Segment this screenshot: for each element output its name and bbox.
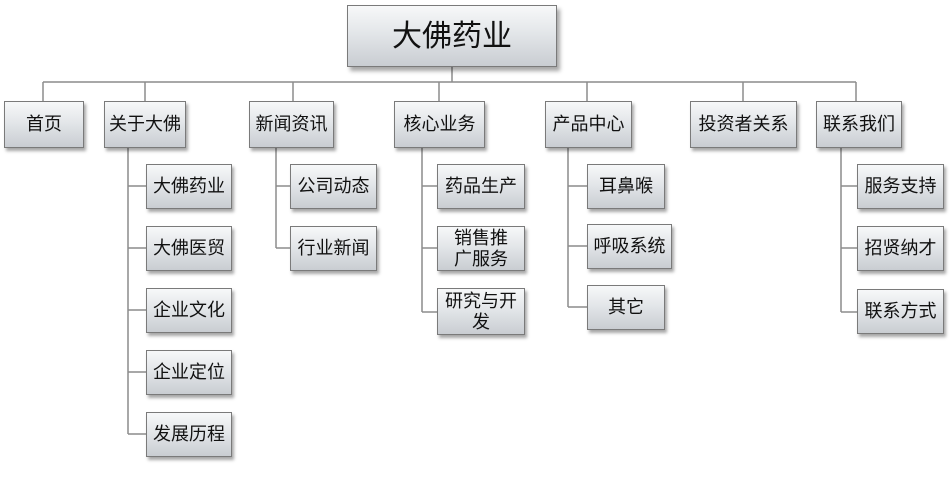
node-label: 大佛药业 (153, 176, 225, 197)
node-products: 产品中心 (545, 101, 632, 148)
node-label: 联系方式 (864, 301, 937, 322)
node-products-respiratory: 呼吸系统 (587, 224, 672, 269)
node-about-culture: 企业文化 (146, 288, 232, 333)
node-label: 新闻资讯 (255, 114, 328, 135)
node-about: 关于大佛 (104, 101, 186, 148)
node-contact-methods: 联系方式 (857, 289, 944, 334)
node-about-dafo-pharma: 大佛药业 (146, 164, 232, 209)
node-label: 大佛医贸 (153, 238, 225, 259)
node-contact-support: 服务支持 (857, 164, 944, 209)
node-about-history: 发展历程 (146, 412, 232, 457)
node-news-company: 公司动态 (290, 164, 377, 209)
node-home: 首页 (4, 101, 84, 148)
node-label: 服务支持 (864, 176, 937, 197)
node-contact-recruitment: 招贤纳才 (857, 226, 944, 271)
node-label: 首页 (26, 114, 62, 135)
node-label: 发展历程 (153, 424, 225, 445)
node-label: 呼吸系统 (593, 236, 666, 257)
node-label: 公司动态 (297, 176, 370, 197)
node-label: 关于大佛 (109, 114, 181, 135)
node-label: 耳鼻喉 (599, 176, 653, 197)
node-label: 产品中心 (552, 114, 625, 135)
node-label: 行业新闻 (297, 238, 370, 259)
node-label: 研究与开发 (445, 290, 517, 333)
node-label: 销售推广服务 (454, 227, 508, 270)
root-label: 大佛药业 (392, 18, 512, 54)
node-contact: 联系我们 (816, 101, 902, 148)
node-products-other: 其它 (587, 285, 665, 330)
node-core-sales: 销售推广服务 (437, 226, 525, 271)
node-label: 招贤纳才 (864, 238, 937, 259)
node-label: 其它 (608, 297, 644, 318)
node-core-production: 药品生产 (437, 164, 525, 209)
node-label: 企业文化 (153, 300, 225, 321)
node-core-research: 研究与开发 (437, 288, 525, 335)
node-label: 药品生产 (445, 176, 517, 197)
node-products-ent: 耳鼻喉 (587, 164, 665, 209)
node-label: 投资者关系 (698, 114, 789, 135)
node-core-business: 核心业务 (394, 101, 485, 148)
node-news: 新闻资讯 (249, 101, 334, 148)
root-node: 大佛药业 (347, 5, 557, 67)
node-about-positioning: 企业定位 (146, 350, 232, 395)
node-investor-relations: 投资者关系 (690, 101, 797, 148)
node-about-dafo-trade: 大佛医贸 (146, 226, 232, 271)
node-news-industry: 行业新闻 (290, 226, 377, 271)
node-label: 核心业务 (403, 114, 476, 135)
node-label: 联系我们 (823, 114, 895, 135)
node-label: 企业定位 (153, 362, 225, 383)
